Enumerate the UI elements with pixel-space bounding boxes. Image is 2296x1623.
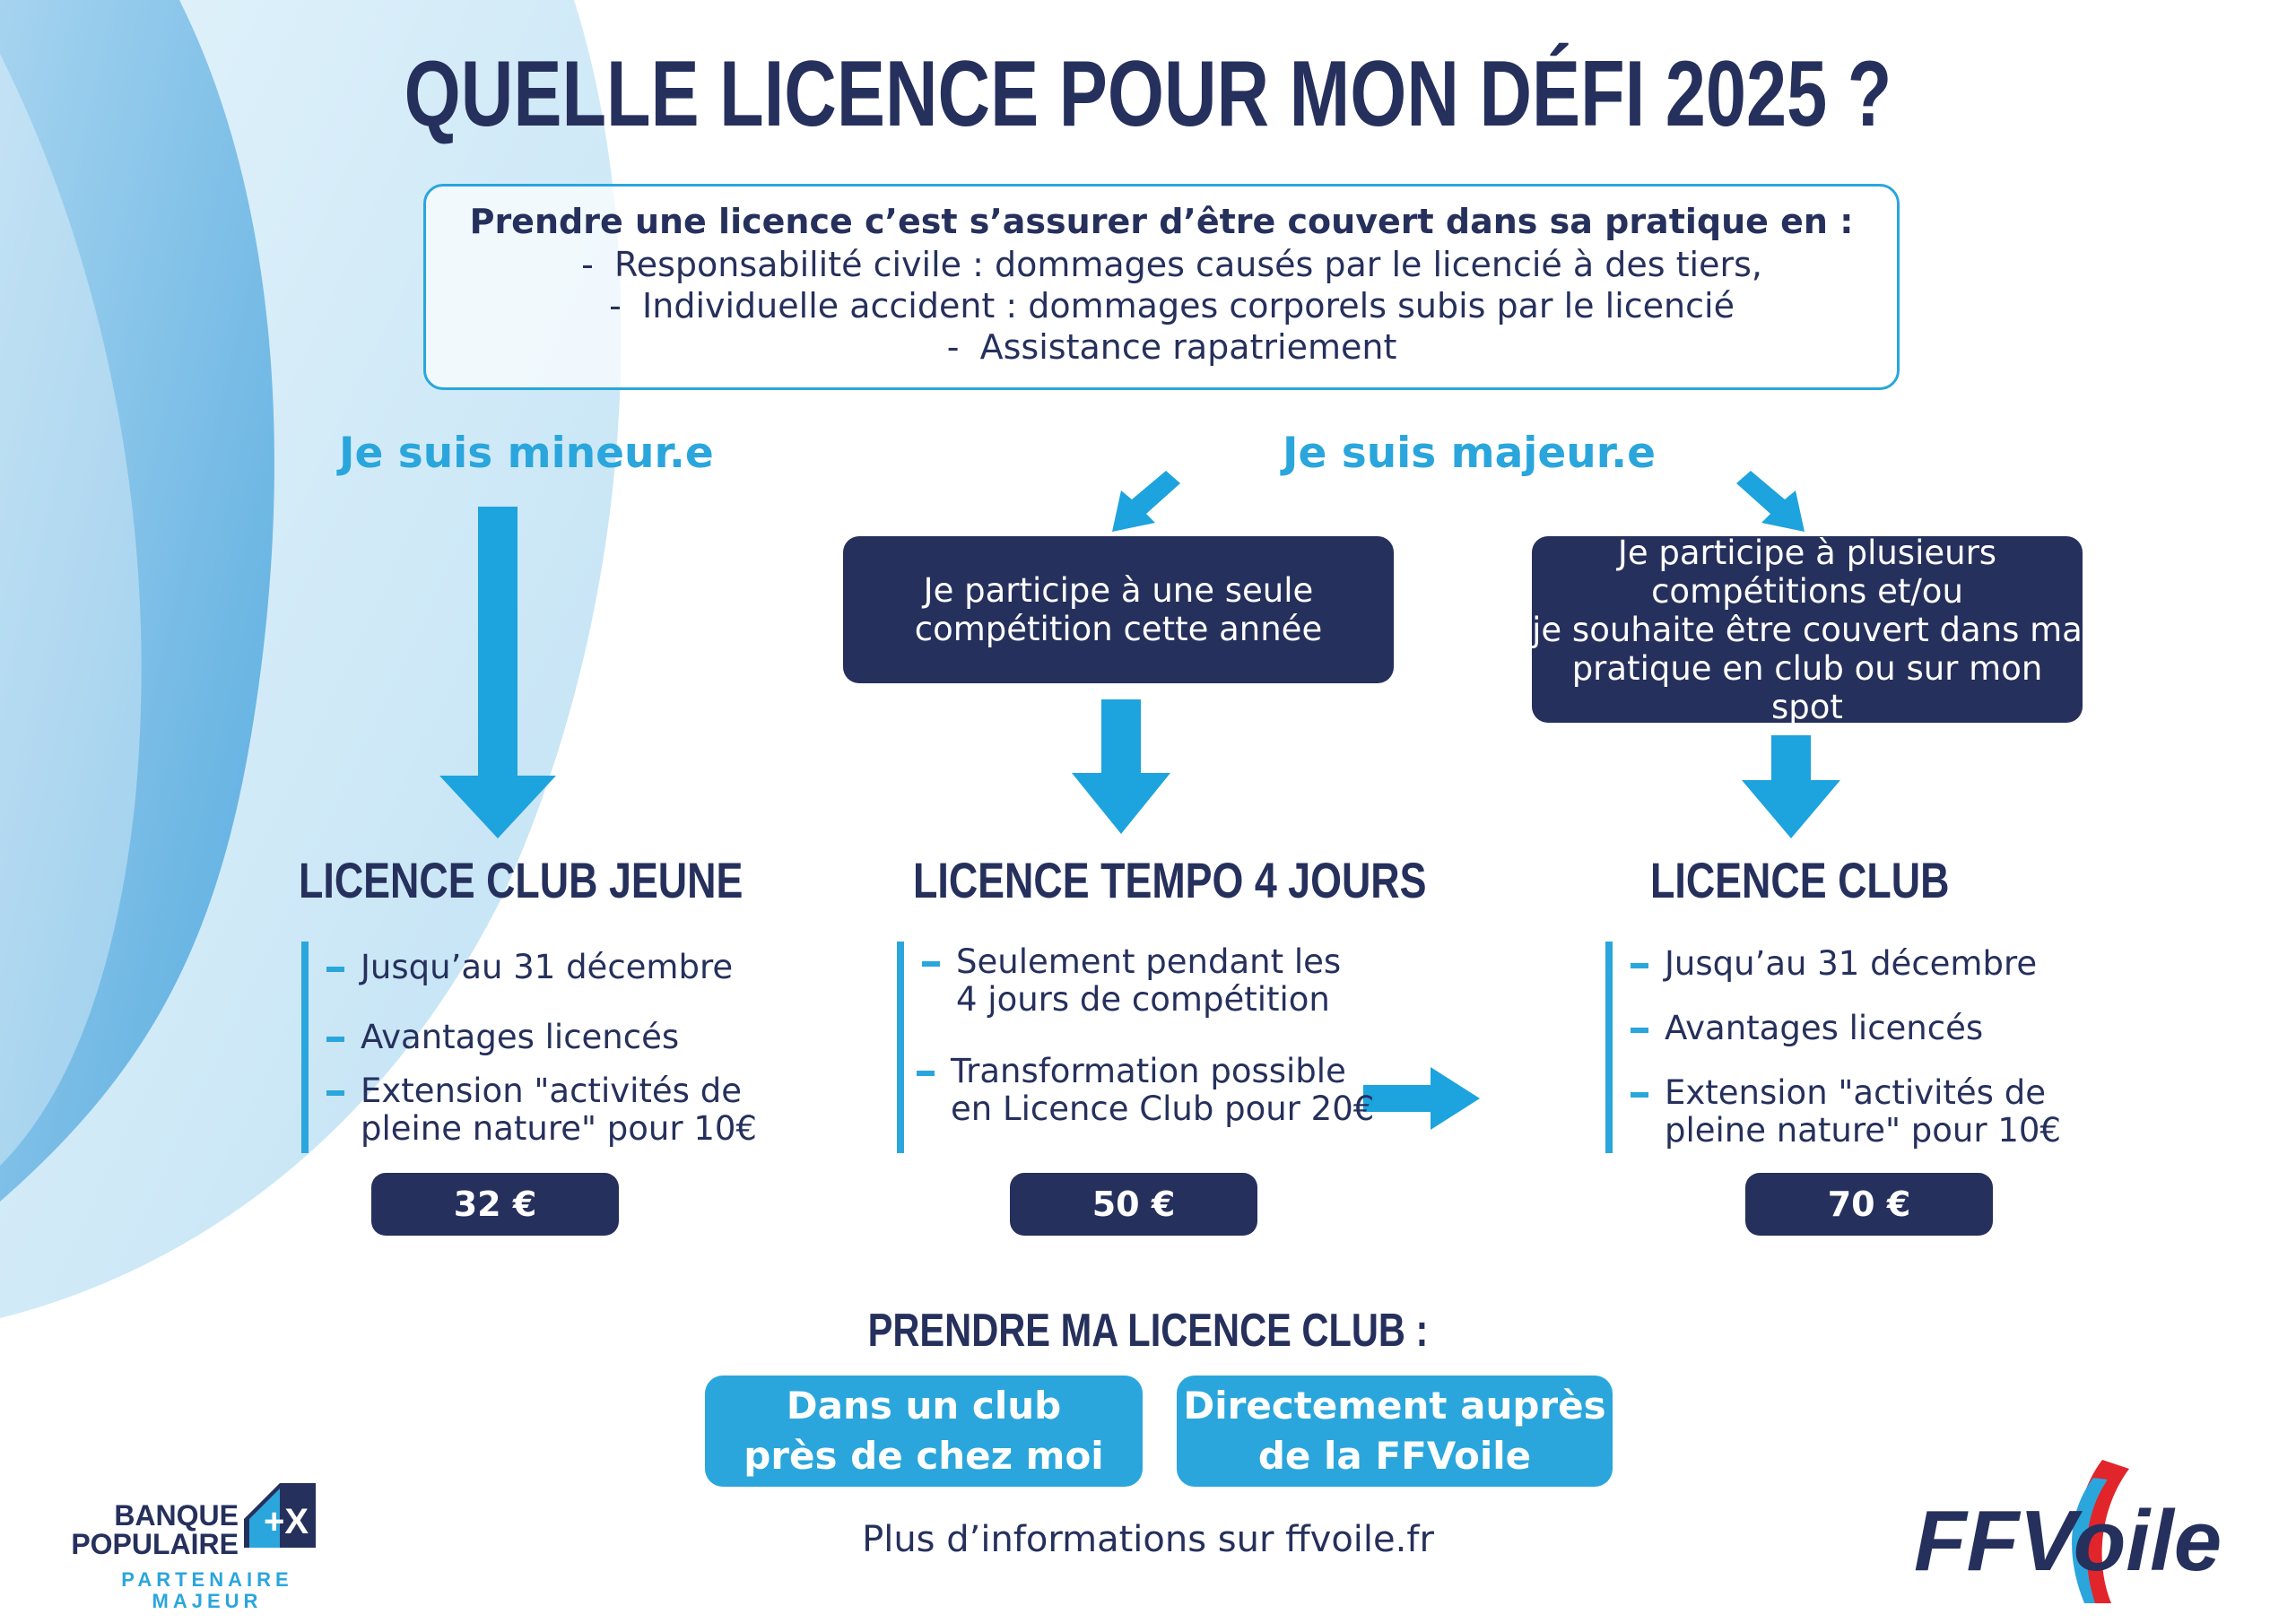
list-item-continuation: pleine nature" pour 10€ — [361, 1109, 757, 1148]
list-item-continuation: en Licence Club pour 20€ — [951, 1089, 1375, 1128]
sail-icon — [2072, 1460, 2129, 1603]
licence-tempo-list: Seulement pendant les 4 jours de compéti… — [897, 942, 1374, 1153]
list-item: Seulement pendant les — [921, 942, 1342, 981]
licence-club-price: 70 € — [1745, 1173, 1993, 1236]
plus-x-icon: +X — [244, 1483, 316, 1548]
ffvoile-direct-button[interactable]: Directement auprès de la FFVoile — [1177, 1376, 1613, 1487]
multiple-competitions-box: Je participe à plusieurs compétitions et… — [1532, 533, 2083, 726]
arrow-down-right-icon — [1736, 471, 1805, 532]
licence-tempo-price: 50 € — [1010, 1173, 1257, 1236]
single-competition-box: Je participe à une seule compétition cet… — [843, 536, 1394, 683]
list-item-continuation: pleine nature" pour 10€ — [1665, 1111, 2061, 1150]
licence-club-jeune-list: Jusqu’au 31 décembre Avantages licencés … — [301, 942, 757, 1153]
licence-club-jeune-title: LICENCE CLUB JEUNE — [299, 852, 744, 908]
coverage-item: -Assistance rapatriement — [946, 327, 1397, 367]
list-item: Avantages licencés — [326, 1018, 680, 1056]
major-branch-label: Je suis majeur.e — [1283, 429, 1656, 478]
licence-club-list: Jusqu’au 31 décembre Avantages licencés … — [1605, 942, 2079, 1153]
svg-text:+X: +X — [264, 1502, 309, 1541]
page-title: QUELLE LICENCE POUR MON DÉFI 2025 ? — [404, 42, 1892, 146]
take-licence-heading: PRENDRE MA LICENCE CLUB : — [867, 1305, 1429, 1357]
list-item: Extension "activités de — [1631, 1073, 2046, 1112]
coverage-item: -Individuelle accident : dommages corpor… — [609, 286, 1735, 325]
licence-club-jeune-price: 32 € — [371, 1173, 619, 1236]
more-info-text: Plus d’informations sur ffvoile.fr — [862, 1519, 1434, 1560]
partner-logo: BANQUE POPULAIRE +X PARTENAIRE MAJEUR — [59, 1483, 328, 1612]
arrow-down-icon — [1742, 735, 1840, 838]
licence-club-title: LICENCE CLUB — [1650, 852, 1950, 908]
coverage-info-box: Prendre une licence c’est s’assurer d’êt… — [423, 184, 1900, 390]
arrow-down-left-icon — [1112, 471, 1180, 532]
list-item: Jusqu’au 31 décembre — [326, 948, 734, 986]
minor-branch-label: Je suis mineur.e — [339, 429, 714, 478]
club-near-me-button[interactable]: Dans un club près de chez moi — [705, 1376, 1143, 1487]
list-item: Avantages licencés — [1630, 1009, 1984, 1047]
arrow-down-icon — [1072, 699, 1170, 834]
licence-tempo-title: LICENCE TEMPO 4 JOURS — [913, 852, 1427, 908]
list-item: Transformation possible — [917, 1052, 1346, 1090]
ffvoile-logo: FFVoile — [1905, 1460, 2255, 1603]
list-item-continuation: 4 jours de compétition — [956, 980, 1330, 1019]
arrow-down-icon — [439, 507, 556, 838]
coverage-item: -Responsabilité civile : dommages causés… — [581, 245, 1762, 284]
list-item: Extension "activités de — [326, 1072, 742, 1110]
arrow-right-icon — [1363, 1067, 1480, 1130]
coverage-heading: Prendre une licence c’est s’assurer d’êt… — [469, 202, 1854, 241]
list-item: Jusqu’au 31 décembre — [1630, 944, 2038, 983]
